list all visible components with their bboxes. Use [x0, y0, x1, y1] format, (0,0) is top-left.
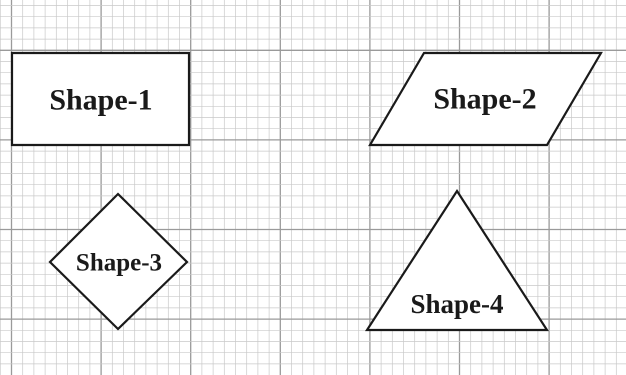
shape-3-label: Shape-3: [76, 250, 162, 277]
shape-1-rectangle: [10, 51, 191, 147]
shape-2-label: Shape-2: [433, 83, 536, 116]
shape-4-triangle: [364, 188, 550, 332]
shape-4-label: Shape-4: [410, 289, 503, 319]
shape-2-parallelogram: [368, 51, 603, 147]
shape-4-group: Shape-4: [364, 188, 550, 332]
shape-1-label: Shape-1: [49, 84, 152, 117]
shape-1-group: Shape-1: [10, 51, 191, 147]
shape-3-group: Shape-3: [48, 192, 189, 331]
shape-2-group: Shape-2: [368, 51, 603, 147]
shape-3-rhombus: [48, 192, 189, 331]
